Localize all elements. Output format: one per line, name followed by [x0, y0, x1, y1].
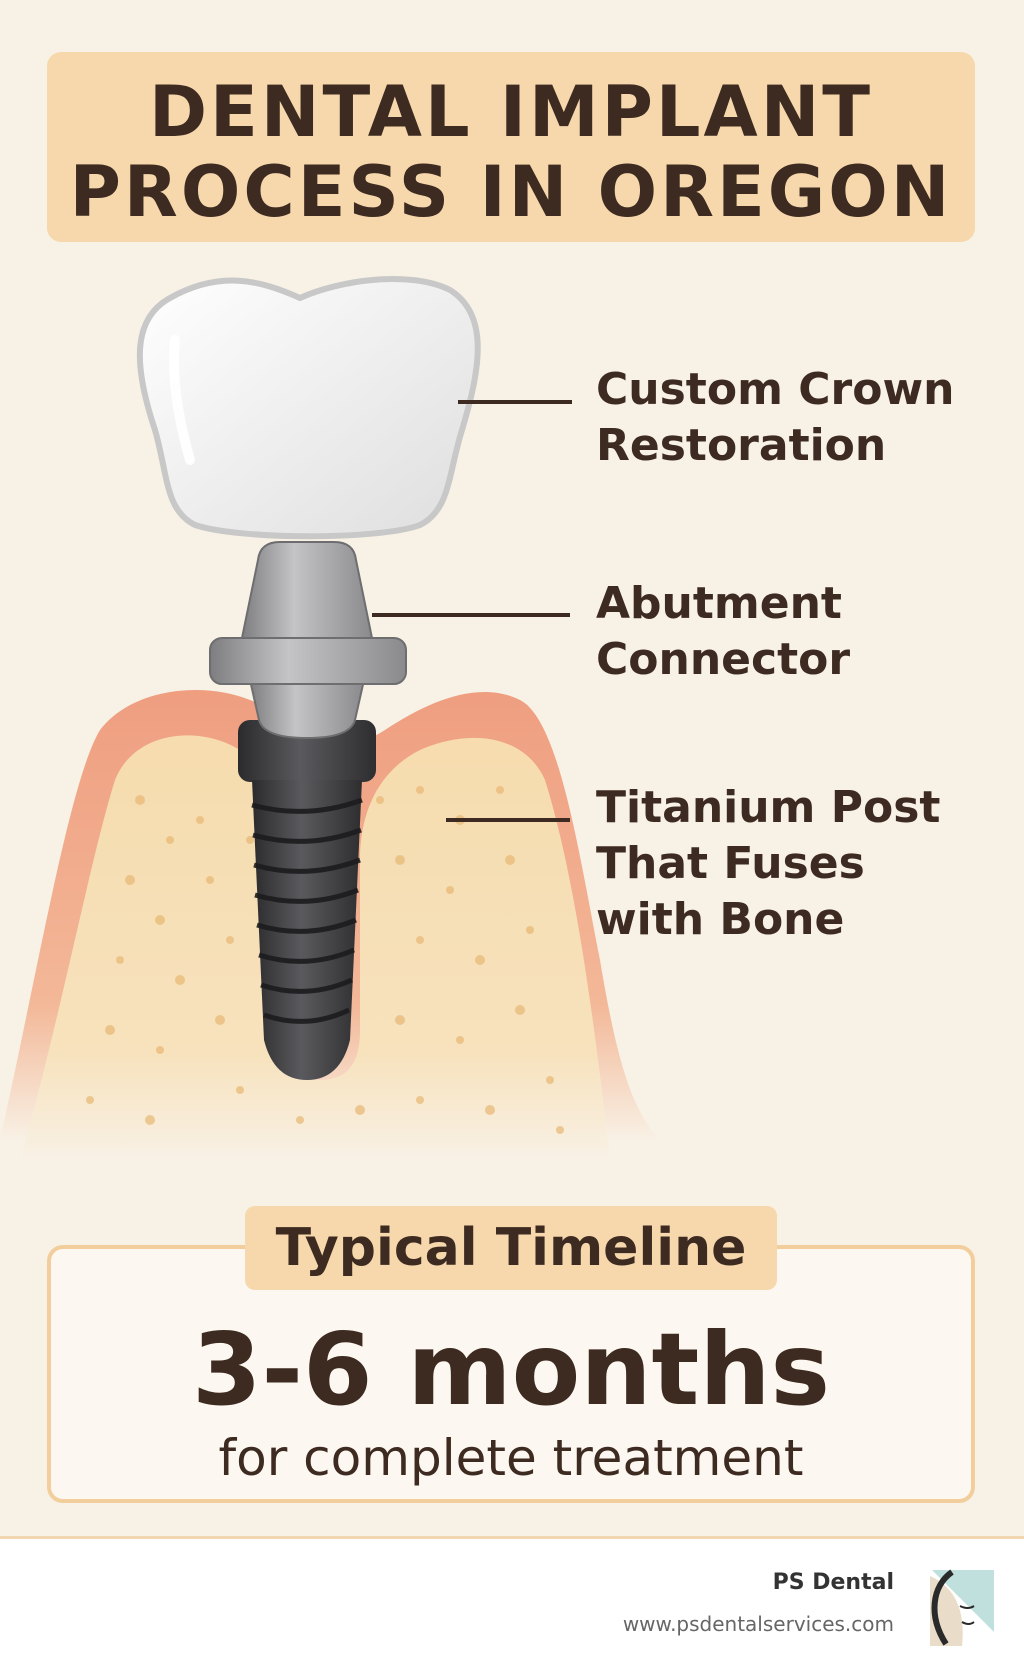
footer-divider [0, 1536, 1024, 1539]
ps-dental-logo-icon [922, 1566, 1002, 1650]
footer [0, 1539, 1024, 1666]
timeline-heading: Typical Timeline [245, 1206, 777, 1290]
crown [136, 275, 481, 540]
title-banner: DENTAL IMPLANT PROCESS IN OREGON [47, 52, 975, 242]
title-line-2: PROCESS IN OREGON [69, 151, 953, 233]
post-label: Titanium Post That Fuses with Bone [596, 782, 941, 945]
crown-label: Custom Crown Restoration [596, 364, 955, 471]
abutment-label: Abutment Connector [596, 578, 851, 685]
timeline-value: 3-6 months [191, 1311, 831, 1428]
brand-url[interactable]: www.psdentalservices.com [622, 1612, 894, 1636]
timeline-caption: for complete treatment [218, 1429, 804, 1487]
titanium-post [238, 720, 376, 1080]
brand-name: PS Dental [772, 1570, 894, 1595]
abutment [209, 541, 407, 740]
title-line-1: DENTAL IMPLANT [148, 71, 874, 153]
implant-illustration [0, 275, 660, 1160]
